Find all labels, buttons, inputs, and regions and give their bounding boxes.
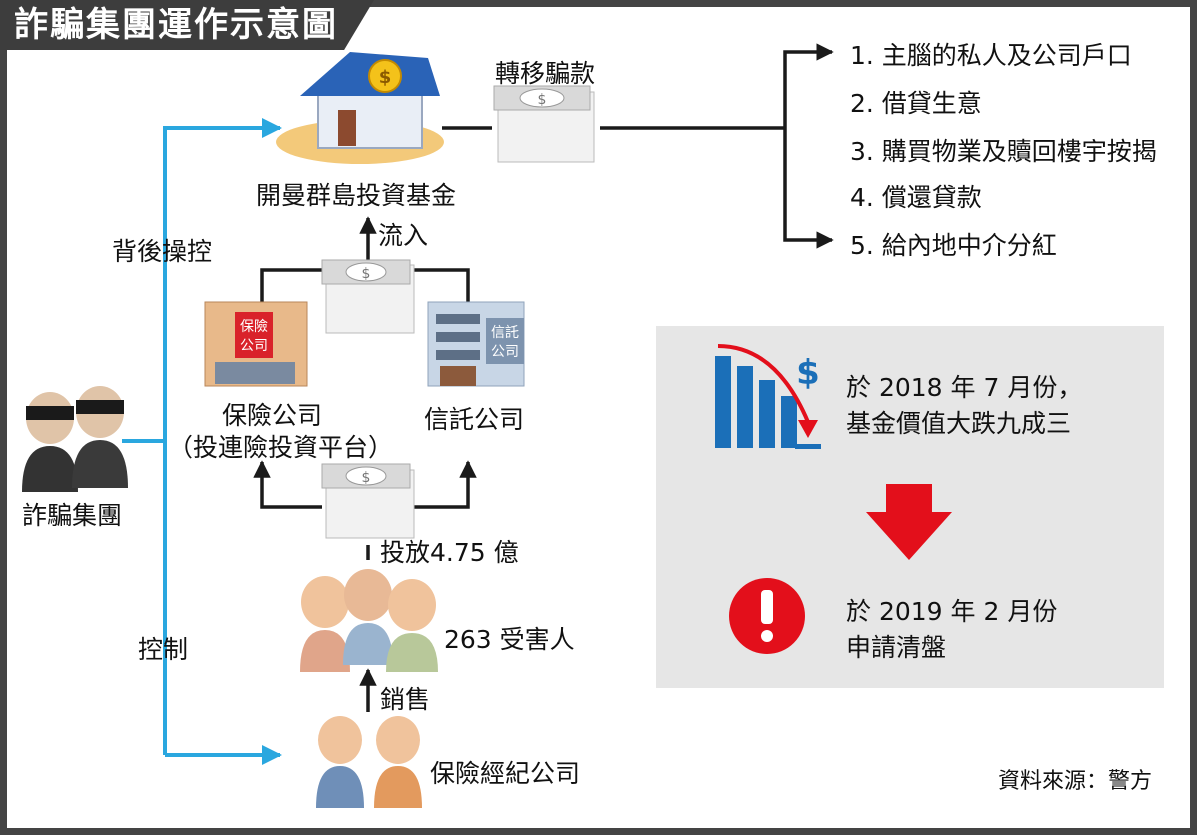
diagram-title: 詐騙集團運作示意圖 (0, 0, 374, 50)
invest-label: 投放4.75 億 (380, 538, 519, 567)
use-item: 5. 給內地中介分紅 (850, 231, 1057, 260)
use-item: 4. 償還貸款 (850, 183, 982, 212)
alert-icon (729, 578, 805, 654)
source-note: 資料來源：警方 (998, 769, 1153, 794)
trust-sign-text: 信託 (491, 325, 519, 341)
use-item: 3. 購買物業及贖回樓宇按揭 (850, 137, 1157, 166)
money-stack-icon: $ (493, 85, 595, 163)
money-stack-icon: $ (321, 259, 415, 334)
value-drop-chart-icon: $ (715, 344, 821, 449)
insurance-sign-text: 公司 (240, 338, 268, 354)
use-item: 1. 主腦的私人及公司戶口 (850, 41, 1132, 70)
inflow-label: 流入 (378, 221, 429, 250)
event1-line2: 基金價值大跌九成三 (846, 409, 1072, 438)
victims-icon (300, 569, 438, 672)
insurance-building-icon: 保險 公司 (204, 301, 308, 387)
fund-house-icon: $ (276, 52, 444, 164)
transfer-label: 轉移騙款 (495, 59, 596, 88)
trust-sign-text: 公司 (491, 344, 519, 360)
insurance-label: 保險公司 (222, 401, 323, 430)
fund-label: 開曼群島投資基金 (256, 181, 457, 210)
down-arrow-icon (866, 484, 952, 560)
manipulate-label: 背後操控 (112, 237, 213, 266)
flow-connectors (253, 43, 834, 712)
control-label: 控制 (138, 635, 189, 664)
insurance-sublabel: （投連險投資平台） (168, 433, 394, 462)
trust-label: 信託公司 (424, 405, 525, 434)
fraud-group-label: 詐騙集團 (22, 501, 123, 530)
sales-label: 銷售 (380, 685, 431, 714)
broker-label: 保險經紀公司 (430, 759, 581, 788)
svg-text:$: $ (362, 266, 371, 282)
svg-text:$: $ (796, 353, 820, 393)
event2-line1: 於 2019 年 2 月份 (846, 597, 1058, 626)
svg-text:$: $ (538, 92, 547, 108)
insurance-sign-text: 保險 (240, 319, 268, 335)
event2-line2: 申請清盤 (846, 633, 947, 662)
use-item: 2. 借貸生意 (850, 89, 982, 118)
fraud-group-icon (22, 386, 128, 492)
broker-icon (316, 716, 422, 808)
money-stack-icon: $ (321, 463, 415, 539)
event1-line1: 於 2018 年 7 月份， (846, 373, 1083, 402)
svg-text:$: $ (362, 470, 371, 486)
trust-building-icon: 信託 公司 (427, 301, 525, 387)
control-connector (122, 118, 282, 765)
svg-text:$: $ (379, 67, 392, 88)
victims-label: 263 受害人 (444, 625, 575, 654)
